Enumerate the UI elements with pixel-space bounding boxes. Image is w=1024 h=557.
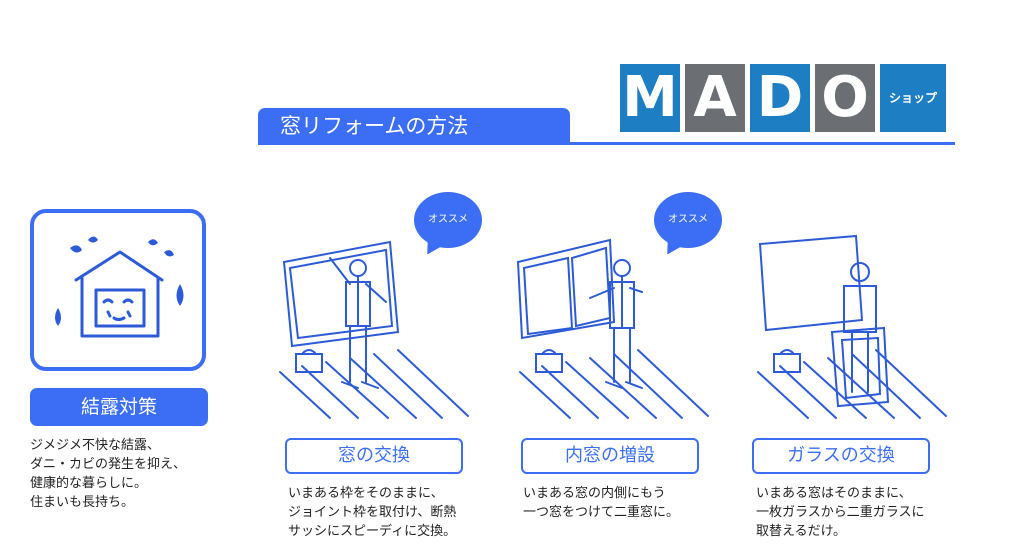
glass-replacement-label: ガラスの交換 bbox=[752, 438, 930, 474]
desc-line: 取替えるだけ。 bbox=[756, 524, 846, 539]
desc-line: いまある枠をそのままに、 bbox=[288, 486, 444, 501]
desc-line: 住まいも長持ち。 bbox=[30, 495, 135, 510]
page-title: 窓リフォームの方法 bbox=[258, 108, 570, 144]
desc-line: いまある窓の内側にもう bbox=[523, 486, 666, 501]
logo-letter-o: O bbox=[815, 64, 875, 132]
window-replacement-label: 窓の交換 bbox=[285, 438, 463, 474]
desc-line: 一枚ガラスから二重ガラスに bbox=[756, 505, 925, 520]
logo-suffix: ショップ bbox=[880, 64, 946, 132]
recommend-bubble-1: オススメ bbox=[414, 192, 482, 248]
window-replacement-description: いまある枠をそのままに、 ジョイント枠を取付け、断熱 サッシにスピーディに交換。 bbox=[288, 484, 456, 541]
inner-window-description: いまある窓の内側にもう 一つ窓をつけて二重窓に。 bbox=[523, 484, 679, 522]
logo-letter-a: A bbox=[685, 64, 745, 132]
condensation-description: ジメジメ不快な結露、 ダニ・カビの発生を抑え、 健康的な暮らしに。 住まいも長持… bbox=[30, 436, 186, 512]
desc-line: 一つ窓をつけて二重窓に。 bbox=[523, 505, 680, 520]
desc-line: ジメジメ不快な結露、 bbox=[30, 438, 161, 453]
title-underline bbox=[258, 142, 955, 145]
logo-letter-m: M bbox=[620, 64, 680, 132]
logo-letter-d: D bbox=[750, 64, 810, 132]
inner-window-label: 内窓の増設 bbox=[521, 438, 699, 474]
desc-line: サッシにスピーディに交換。 bbox=[288, 524, 457, 539]
recommend-bubble-2: オススメ bbox=[654, 192, 722, 248]
condensation-label: 結露対策 bbox=[30, 388, 208, 426]
glass-replacement-description: いまある窓はそのままに、 一枚ガラスから二重ガラスに 取替えるだけ。 bbox=[756, 484, 924, 541]
glass-replacement-illustration bbox=[757, 234, 947, 419]
inner-window-illustration bbox=[516, 238, 709, 419]
desc-line: いまある窓はそのままに、 bbox=[756, 486, 912, 501]
sweating-house-icon bbox=[55, 236, 184, 338]
desc-line: 健康的な暮らしに。 bbox=[30, 476, 148, 491]
desc-line: ジョイント枠を取付け、断熱 bbox=[288, 505, 457, 520]
window-replacement-illustration bbox=[279, 240, 469, 419]
house-illustration-frame bbox=[30, 209, 206, 371]
desc-line: ダニ・カビの発生を抑え、 bbox=[30, 457, 187, 472]
mado-shop-logo[interactable]: M A D O ショップ bbox=[620, 64, 946, 132]
